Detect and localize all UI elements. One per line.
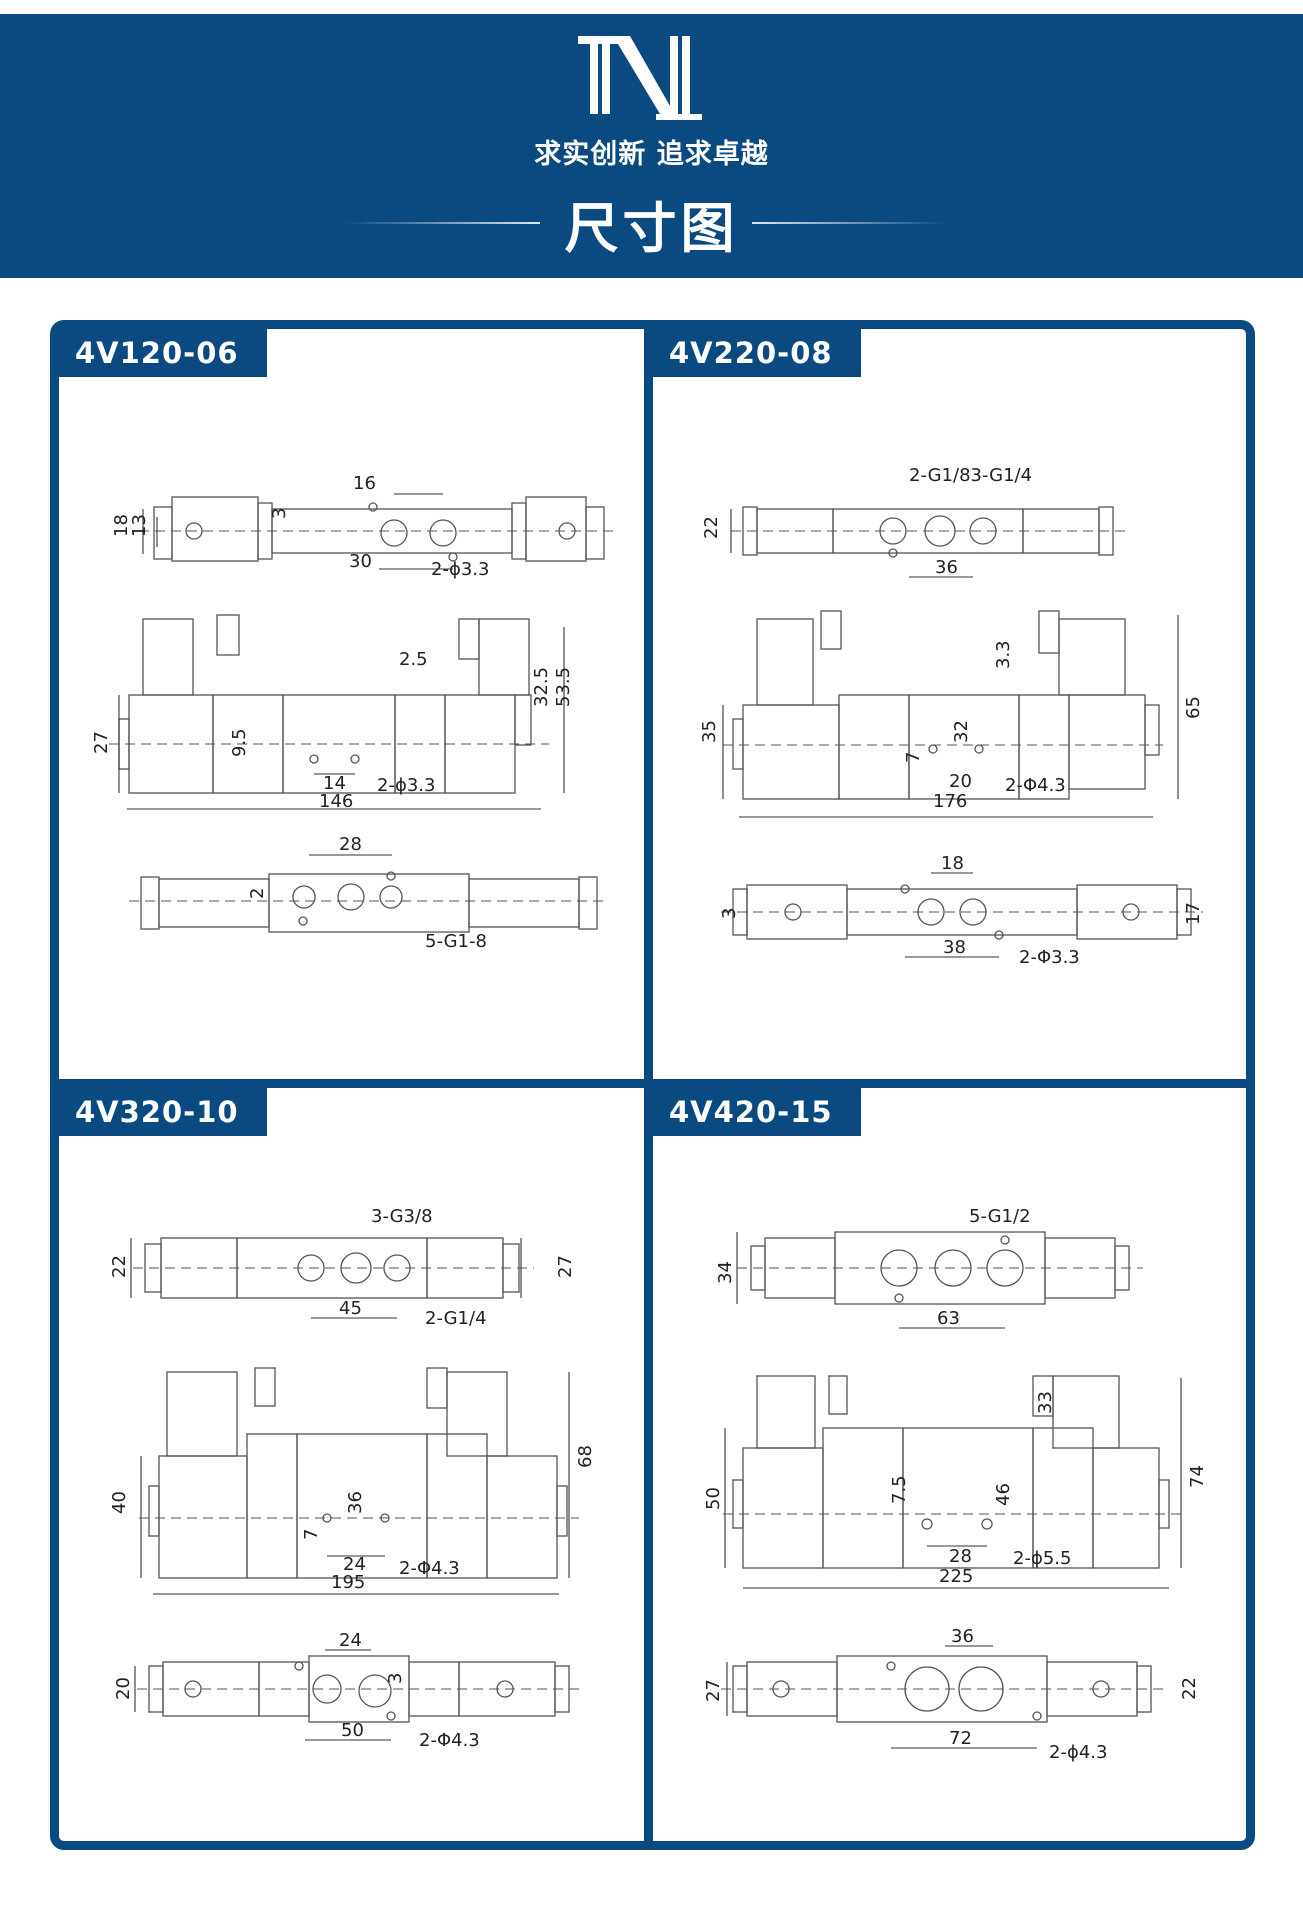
top-view	[139, 493, 619, 570]
panel-4v120-06: 4V120-06 18 13 3 16 30 2-ϕ3.3	[59, 329, 644, 1079]
dim-label: 27	[703, 1679, 724, 1702]
bottom-view	[721, 1645, 1168, 1749]
dim-label: 3	[269, 508, 290, 519]
dim-label: 3.3	[993, 640, 1014, 669]
note-label: 5-G1/2	[969, 1206, 1031, 1227]
dim-label: 14	[323, 773, 346, 794]
dim-label: 16	[353, 473, 376, 494]
front-view	[139, 1367, 579, 1595]
dim-label: 34	[715, 1261, 736, 1284]
dim-label: 20	[949, 771, 972, 792]
dim-label: 24	[339, 1630, 362, 1651]
dim-label: 27	[555, 1255, 576, 1278]
dim-label: 32.5	[531, 667, 552, 707]
dim-label: 72	[949, 1728, 972, 1749]
page-title: 尺寸图	[564, 197, 739, 260]
dim-label: 225	[939, 1566, 973, 1587]
dim-label: 65	[1183, 696, 1204, 719]
dim-label: 22	[1179, 1677, 1200, 1700]
note-label: 2-ϕ3.3	[377, 775, 435, 796]
dim-label: 3	[385, 1673, 406, 1684]
note-label: 2-Φ4.3	[399, 1558, 460, 1579]
note-label: 2-ϕ3.3	[431, 559, 489, 580]
dimension-drawing: 5-G1/2 34 63 33 74 50 46 7.5 28	[703, 1206, 1208, 1763]
model-tab: 4V420-15	[653, 1088, 861, 1136]
title-line-right	[752, 222, 947, 224]
dim-label: 40	[109, 1491, 130, 1514]
dim-label: 27	[91, 731, 112, 754]
note-label: 3-G3/8	[371, 1206, 433, 1227]
dim-label: 32	[951, 720, 972, 743]
dim-label: 46	[993, 1483, 1014, 1506]
dim-label: 146	[319, 791, 353, 812]
dimension-drawing: 18 13 3 16 30 2-ϕ3.3 2.5 32.5	[91, 473, 619, 952]
dim-label: 7.5	[889, 1475, 910, 1504]
panel-4v220-08: 4V220-08 2-G1/83-G1/4 22 36	[653, 329, 1246, 1079]
front-view	[723, 1375, 1183, 1589]
note-label: 2-Φ3.3	[1019, 947, 1080, 968]
note-label: 2-Φ4.3	[419, 1730, 480, 1751]
note-label: 2-G1/4	[425, 1308, 487, 1329]
dim-label: 3	[719, 908, 740, 919]
panel-divider-horizontal	[50, 1079, 1255, 1088]
dim-label: 28	[339, 834, 362, 855]
dim-label: 22	[109, 1255, 130, 1278]
dim-label: 74	[1187, 1465, 1208, 1488]
note-label: 2-Φ4.3	[1005, 775, 1066, 796]
slogan: 求实创新 追求卓越	[534, 139, 769, 170]
dimension-drawing: 3-G3/8 22 27 45 2-G1/4 68 40 36	[109, 1206, 596, 1751]
top-view	[730, 506, 1128, 578]
note-label: 5-G1-8	[425, 931, 487, 952]
header-banner: 求实创新 追求卓越 尺寸图	[0, 14, 1303, 278]
dim-label: 13	[129, 514, 150, 537]
dim-label: 68	[575, 1445, 596, 1468]
dimension-drawing: 2-G1/83-G1/4 22 36 3.3 65 35 32 7 20	[699, 465, 1204, 968]
dim-label: 30	[349, 551, 372, 572]
panel-4v320-10: 4V320-10 3-G3/8 22 27 45 2-G1/4	[59, 1088, 644, 1841]
dim-label: 50	[341, 1720, 364, 1741]
bottom-view	[134, 1649, 584, 1741]
dim-label: 28	[949, 1546, 972, 1567]
top-view	[130, 1237, 534, 1319]
dim-label: 63	[937, 1308, 960, 1329]
panel-4v420-15: 4V420-15 5-G1/2 34 63	[653, 1088, 1246, 1841]
model-tab: 4V220-08	[653, 329, 861, 377]
dim-label: 36	[345, 1491, 366, 1514]
dim-label: 36	[951, 1626, 974, 1647]
model-tab: 4V320-10	[59, 1088, 267, 1136]
note-label: 2-G1/83-G1/4	[909, 465, 1032, 486]
dim-label: 35	[699, 720, 720, 743]
dim-label: 9.5	[229, 728, 250, 757]
model-tab: 4V120-06	[59, 329, 267, 377]
dim-label: 17	[1183, 902, 1204, 925]
dim-label: 36	[935, 557, 958, 578]
dim-label: 195	[331, 1572, 365, 1593]
dim-label: 33	[1035, 1391, 1056, 1414]
title-line-left	[345, 222, 540, 224]
dim-label: 38	[943, 937, 966, 958]
dim-label: 2.5	[399, 649, 428, 670]
dim-label: 2	[247, 888, 268, 899]
brand-n-logo-icon	[578, 36, 702, 120]
note-label: 2-ϕ5.5	[1013, 1548, 1071, 1569]
front-view	[722, 610, 1179, 818]
note-label: 2-ϕ4.3	[1049, 1742, 1107, 1763]
bottom-view	[721, 872, 1203, 958]
bottom-view	[129, 854, 609, 933]
dim-label: 45	[339, 1298, 362, 1319]
dim-label: 24	[343, 1554, 366, 1575]
dim-label: 7	[301, 1529, 322, 1540]
dim-label: 7	[903, 752, 924, 763]
dim-label: 50	[703, 1487, 724, 1510]
dim-label: 18	[111, 514, 132, 537]
dim-label: 22	[701, 516, 722, 539]
dim-label: 18	[941, 853, 964, 874]
top-view	[736, 1231, 1143, 1329]
front-view	[109, 614, 565, 810]
dim-label: 176	[933, 791, 967, 812]
dim-label: 53.5	[553, 667, 574, 707]
dim-label: 20	[113, 1677, 134, 1700]
